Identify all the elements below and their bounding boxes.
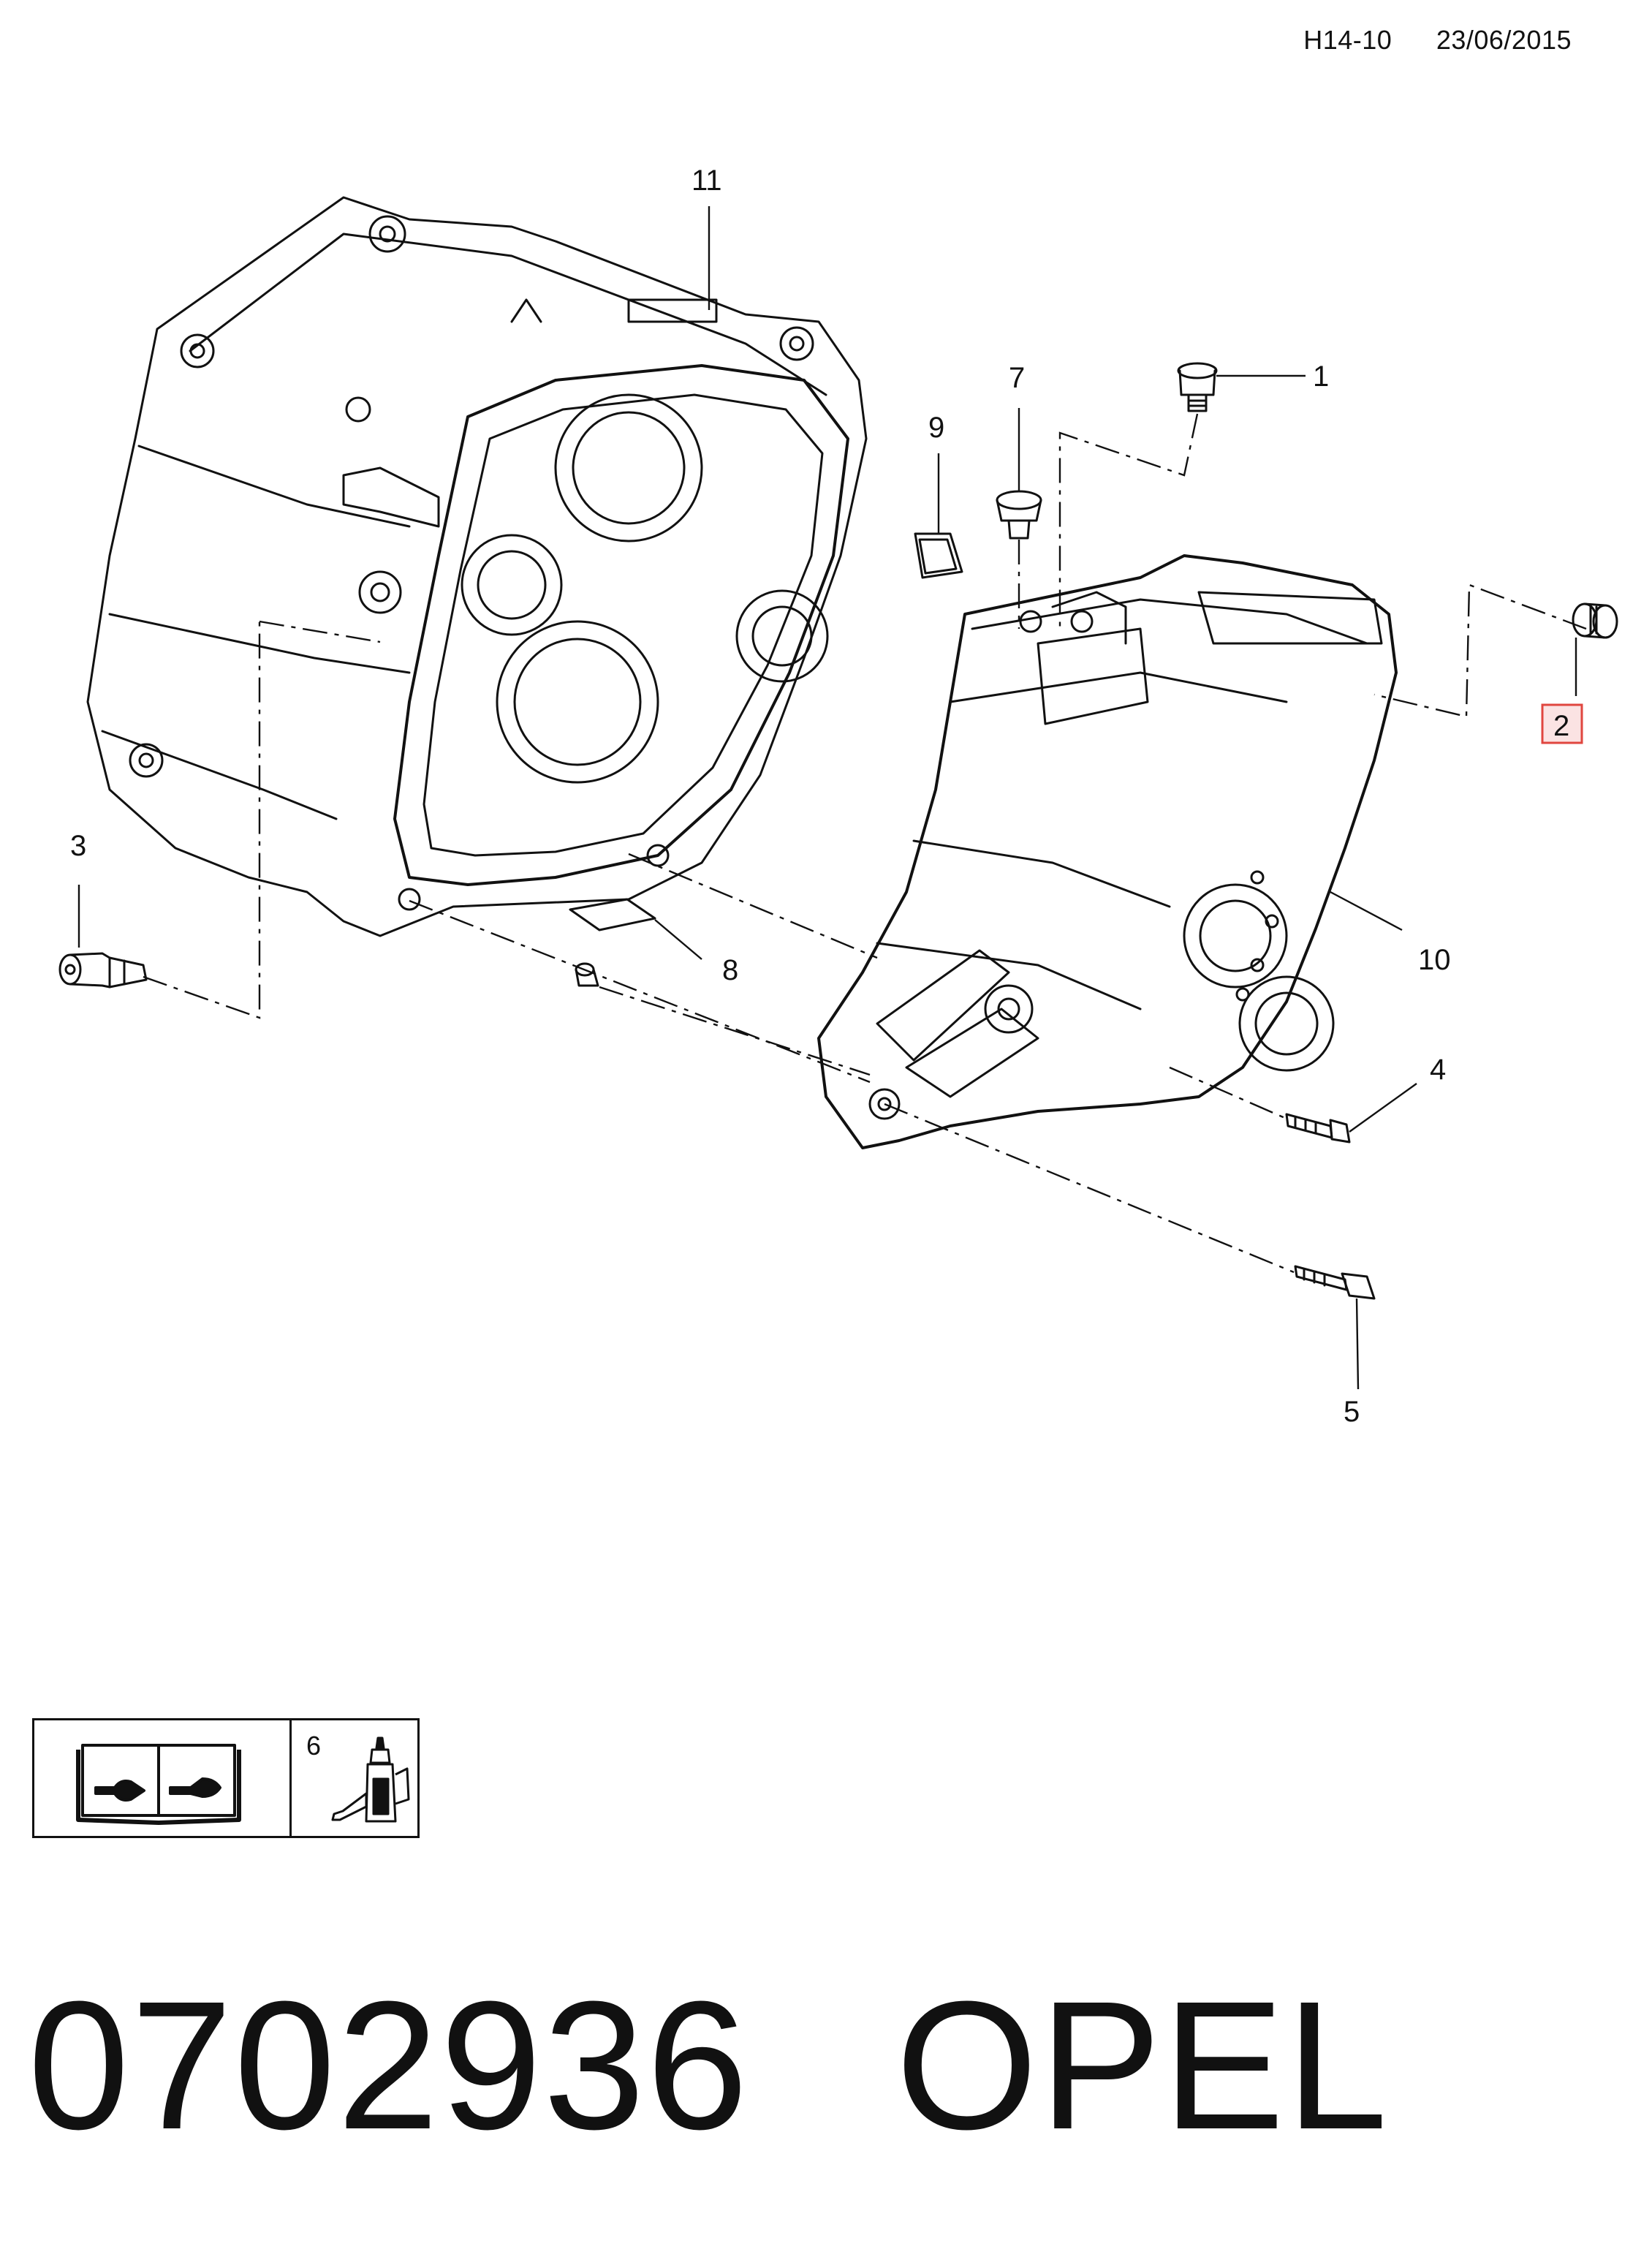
callout-11[interactable]: 11	[692, 165, 722, 197]
reverse-light-switch-part-3[interactable]	[58, 952, 148, 989]
drain-plug-part-1[interactable]	[1177, 362, 1218, 412]
legend-box: 6	[32, 1718, 420, 1838]
callout-1[interactable]: 1	[1313, 360, 1329, 393]
diagram-date: 23/06/2015	[1436, 25, 1572, 55]
leader-line-8	[654, 919, 702, 960]
service-manual-icon	[76, 1744, 241, 1825]
filler-plug-part-2[interactable]	[1572, 602, 1618, 639]
adhesive-bottle-icon	[331, 1736, 410, 1823]
exploded-parts-diagram: 1 2 3 4 5 7 8 9 10 11	[58, 165, 1618, 1428]
callout-8[interactable]: 8	[722, 954, 738, 986]
callout-4[interactable]: 4	[1430, 1054, 1446, 1086]
seal-plate-part-9[interactable]	[914, 532, 963, 579]
part-number: 0702936	[28, 1963, 750, 2167]
callout-2[interactable]: 2	[1553, 710, 1569, 742]
bolt-part-4[interactable]	[1285, 1113, 1351, 1144]
breather-cap-part-7[interactable]	[996, 490, 1042, 540]
bolt-part-5[interactable]	[1294, 1265, 1376, 1300]
clutch-housing-part-11[interactable]	[86, 196, 868, 937]
diagram-code: H14-10	[1303, 25, 1393, 55]
transmission-case-part-10[interactable]	[817, 554, 1398, 1149]
leader-line-4	[1349, 1083, 1417, 1133]
callout-2-highlight	[1541, 703, 1583, 744]
page-header: H14-10 23/06/2015	[1267, 25, 1572, 56]
callout-10[interactable]: 10	[1418, 944, 1451, 976]
callout-9[interactable]: 9	[928, 412, 944, 444]
adhesive-ref-number[interactable]: 6	[306, 1731, 322, 1761]
leader-line-10	[1330, 891, 1403, 931]
service-manual-cell	[34, 1720, 292, 1836]
adhesive-cell: 6	[292, 1720, 417, 1836]
dowel-sleeve-part-8[interactable]	[569, 898, 656, 987]
callout-7[interactable]: 7	[1009, 362, 1025, 394]
brand-name: OPEL	[895, 1963, 1390, 2167]
callout-3[interactable]: 3	[70, 830, 86, 862]
leader-line-5	[1355, 1298, 1360, 1390]
callout-5[interactable]: 5	[1344, 1396, 1360, 1428]
